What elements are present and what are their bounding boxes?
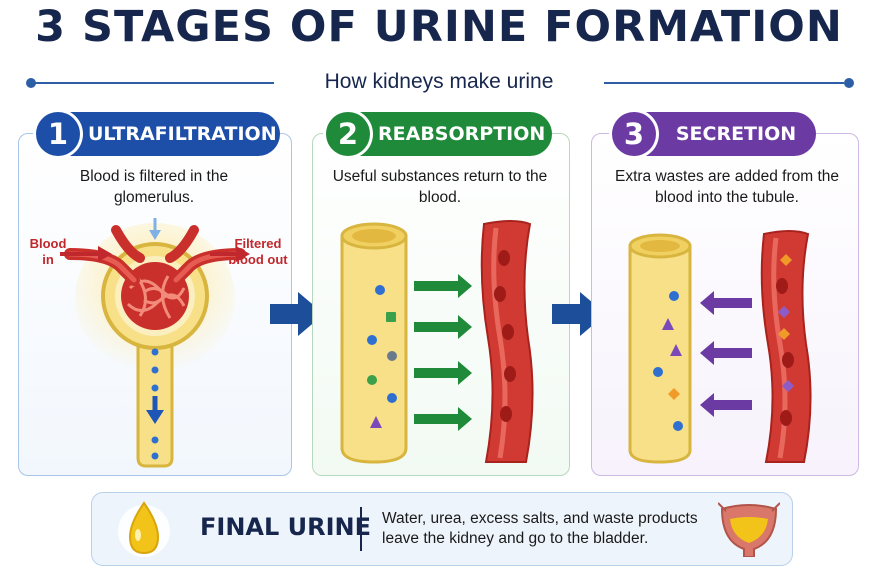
subtitle-line-right (604, 82, 844, 84)
stage-label-2: REABSORPTION (378, 123, 546, 145)
badge-secretion: 3 SECRETION (612, 112, 816, 156)
badge-ultrafiltration: 1 ULTRAFILTRATION (36, 112, 280, 156)
stage-description-1: Blood is filtered in the glomerulus. (79, 168, 229, 206)
subtitle-line-left (34, 82, 274, 84)
badge-reabsorption: 2 REABSORPTION (326, 112, 552, 156)
page-title: 3 STAGES OF URINE FORMATION (35, 2, 843, 52)
stage-number-1: 1 (36, 112, 80, 156)
final-urine-box: FINAL URINE Water, urea, excess salts, a… (91, 492, 793, 566)
stage-label-3: SECRETION (675, 123, 797, 145)
stage-number-3: 3 (612, 112, 656, 156)
subtitle-row: How kidneys make urine (0, 66, 878, 100)
urine-drop-icon (118, 501, 170, 557)
stage-arrow-1-to-2 (270, 292, 324, 336)
final-divider (360, 507, 362, 551)
subtitle-dot-left (26, 78, 36, 88)
reabsorption-illustration (340, 220, 534, 464)
stage-label-1: ULTRAFILTRATION (88, 123, 277, 145)
stage-description-2: Useful substances return to the blood. (332, 168, 548, 206)
stage-number-2: 2 (326, 112, 370, 156)
blood-in-label: Blood in (29, 236, 67, 267)
stage-description-3: Extra wastes are added from the blood in… (614, 168, 839, 206)
subtitle-dot-right (844, 78, 854, 88)
final-urine-title: FINAL URINE (200, 513, 372, 541)
secretion-illustration (628, 230, 812, 464)
subtitle: How kidneys make urine (324, 70, 554, 93)
final-urine-text: Water, urea, excess salts, and waste pro… (382, 510, 698, 547)
bladder-icon (718, 502, 780, 557)
glomerulus-illustration (60, 218, 250, 468)
